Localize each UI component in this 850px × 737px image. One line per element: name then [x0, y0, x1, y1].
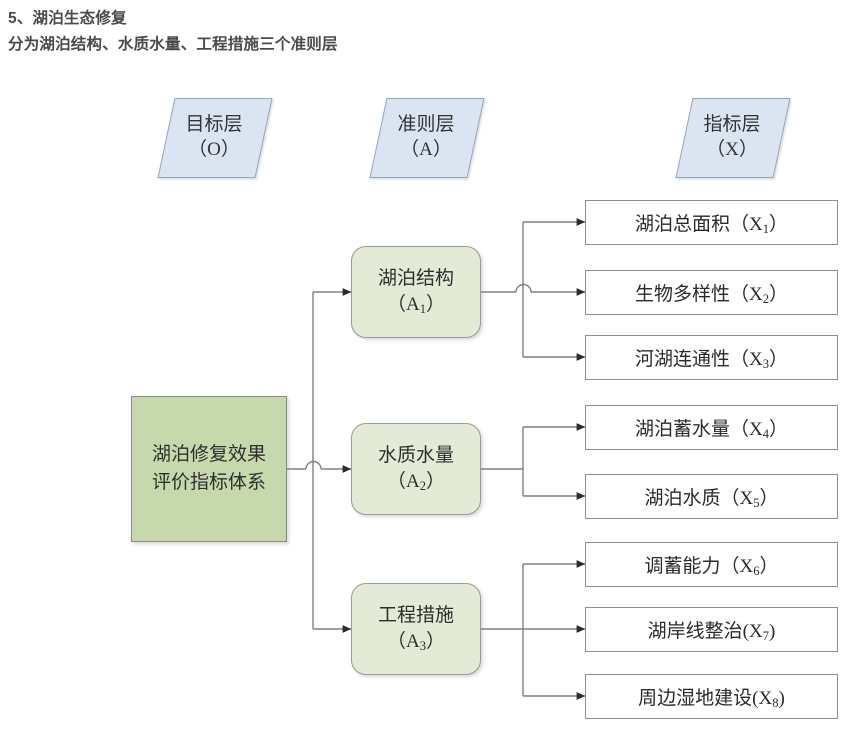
layer-header-criteria: 准则层 （A） [371, 98, 481, 176]
indicator-node-x3-label: 河湖连通性（X3） [634, 348, 788, 371]
criteria-node-a2: 水质水量 （A2） [351, 423, 481, 515]
layer-header-goal: 目标层 （O） [159, 98, 269, 176]
indicator-node-x5: 湖泊水质（X5） [585, 474, 838, 519]
layer-header-goal-line2: （O） [188, 139, 240, 160]
goal-node: 湖泊修复效果评价指标体系 [131, 396, 287, 542]
criteria-node-a2-label: 水质水量 [377, 445, 454, 467]
indicator-node-x1-label: 湖泊总面积（X1） [634, 213, 788, 236]
indicator-node-x4-label: 湖泊蓄水量（X4） [634, 418, 788, 441]
indicator-node-x6-label: 调蓄能力（X6） [644, 555, 779, 578]
criteria-node-a1: 湖泊结构 （A1） [351, 246, 481, 338]
layer-header-criteria-line1: 准则层 [397, 113, 455, 135]
section-title: 5、湖泊生态修复 [8, 10, 127, 27]
layer-header-indicator: 指标层 （X） [677, 98, 787, 176]
indicator-node-x1: 湖泊总面积（X1） [585, 200, 838, 245]
indicator-node-x2-label: 生物多样性（X2） [634, 283, 788, 306]
wire-hop-goal [305, 460, 322, 470]
layer-header-indicator-line2: （X） [706, 139, 758, 160]
criteria-node-a3-code: （A3） [386, 630, 445, 653]
indicator-node-x5-label: 湖泊水质（X5） [644, 487, 779, 510]
section-subtitle: 分为湖泊结构、水质水量、工程措施三个准则层 [8, 36, 338, 53]
layer-header-goal-line1: 目标层 [185, 113, 243, 135]
goal-node-label: 湖泊修复效果评价指标体系 [151, 443, 266, 494]
indicator-node-x4: 湖泊蓄水量（X4） [585, 405, 838, 450]
layer-header-criteria-line2: （A） [400, 139, 452, 160]
indicator-node-x8-label: 周边湿地建设(X8) [638, 687, 785, 710]
indicator-node-x7: 湖岸线整治(X7) [585, 607, 838, 652]
indicator-node-x3: 河湖连通性（X3） [585, 335, 838, 380]
criteria-node-a1-label: 湖泊结构 [377, 268, 454, 290]
criteria-node-a3-label: 工程措施 [377, 605, 454, 627]
indicator-node-x2: 生物多样性（X2） [585, 270, 838, 315]
criteria-node-a3: 工程措施 （A3） [351, 583, 481, 675]
layer-header-indicator-line1: 指标层 [703, 113, 761, 135]
criteria-node-a2-code: （A2） [386, 470, 445, 493]
indicator-node-x6: 调蓄能力（X6） [585, 542, 838, 587]
wire-hop-a1 [515, 283, 532, 293]
criteria-node-a1-code: （A1） [386, 293, 445, 316]
indicator-node-x7-label: 湖岸线整治(X7) [647, 620, 776, 643]
indicator-node-x8: 周边湿地建设(X8) [585, 674, 838, 719]
